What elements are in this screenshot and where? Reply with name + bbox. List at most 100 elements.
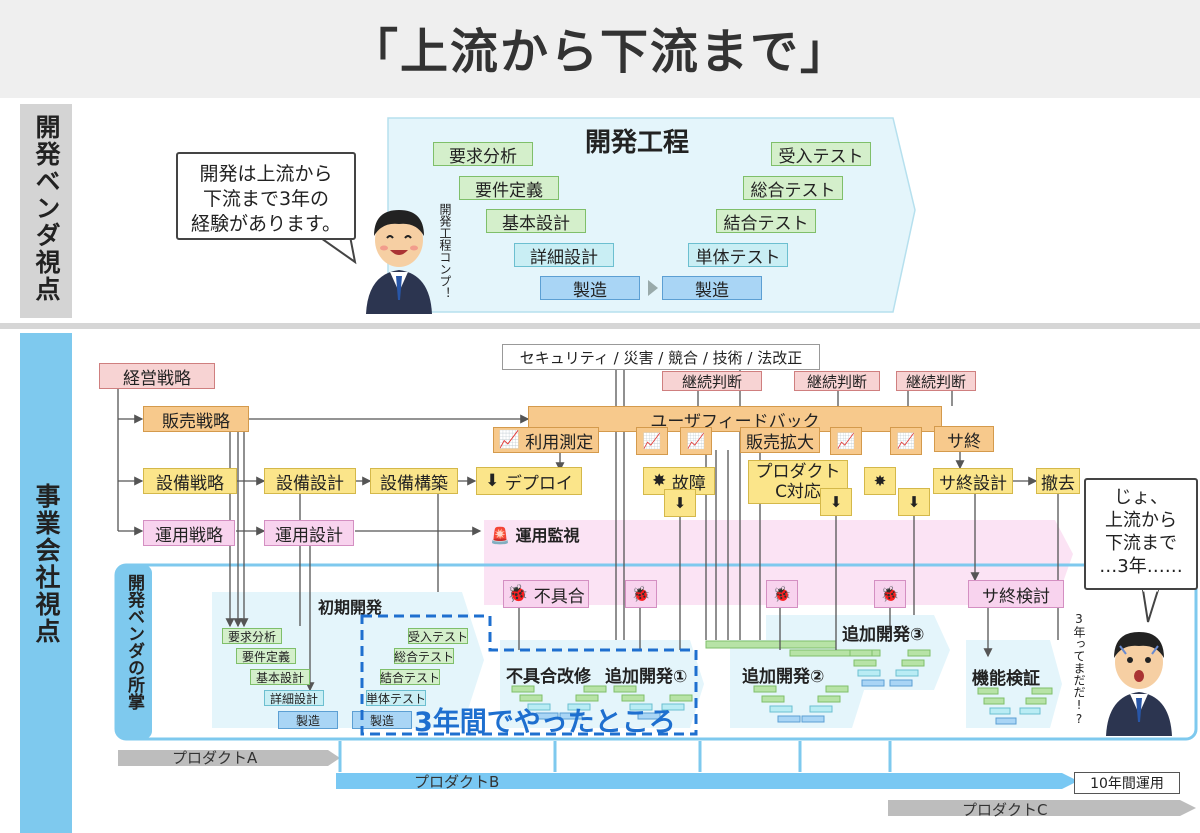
mini-step: 製造 [352,711,412,729]
chart-up-icon: 📈 [636,427,668,455]
burst-icon: ✸ [864,467,896,495]
operation-period-box: 10年間運用 [1074,772,1180,794]
fix-band [500,640,704,728]
initial-dev-label: 初期開発 [318,598,383,617]
product-c-bar [888,800,1196,816]
failure-label: 故障 [671,473,706,494]
facility-build: 設備構築 [370,468,458,494]
step-acceptance-test: 受入テスト [771,142,871,167]
smiling-man-icon [366,210,432,314]
vendor-speech-bubble: 開発は上流から 下流まで3年の 経験があります。 [176,152,356,240]
chart-up-icon: 📈 [830,427,862,455]
deploy: ⬇ デプロイ [476,467,582,495]
step-requirement-analysis: 要求分析 [433,142,533,167]
continue-decision-1: 継続判断 [662,371,762,391]
chart-up-icon: 📈 [890,427,922,455]
worried-man-icon [1106,632,1172,736]
product-b-label: プロダクトB [414,773,500,791]
facility-design: 設備設計 [264,468,356,494]
mini-step: 詳細設計 [264,690,324,706]
vendor-view-tab: 開発ベンダ視点 [20,104,72,318]
three-years-outline [360,614,698,736]
download-icon: ⬇ [898,488,930,516]
mini-step: 要求分析 [222,628,282,644]
add-dev-3-label: 追加開発③ [842,625,925,645]
add-dev-2-label: 追加開発② [742,667,825,687]
company-speech-bubble: じょ、 上流から 下流まで …3年…… [1084,478,1198,590]
bug-icon: 🐞 [625,580,657,608]
usage-measure: 📈 利用測定 [493,427,599,453]
eos-review: サ終検討 [968,580,1064,608]
mini-step: 総合テスト [394,648,455,664]
vendor-bubble-line: 経験があります。 [190,213,342,235]
product-c-support-line: C対応 [775,482,821,502]
product-c-label: プロダクトC [962,801,1048,819]
product-a-bar [118,750,340,766]
three-years-label: 3年間でやったところ [414,707,676,738]
ops-design: 運用設計 [264,520,354,546]
end-of-service: サ終 [934,426,994,452]
chart-up-icon: 📈 [680,427,712,455]
download-icon: ⬇ [485,471,500,491]
ops-monitor-label: 運用監視 [515,526,580,545]
add-dev-1-label: 追加開発① [605,667,688,687]
eos-design: サ終設計 [933,468,1013,494]
vendor-bubble-line: 下流まで3年の [202,188,330,210]
dev-process-title: 開発工程 [585,128,690,158]
external-factors: セキュリティ / 災害 / 競合 / 技術 / 法改正 [502,344,820,370]
worried-note: 3年ってまだだ!? [1072,612,1086,726]
continue-decision-3: 継続判断 [896,371,976,391]
ops-monitor: 🚨 運用監視 [490,522,580,546]
dev-complete-note: 開発工程コンプ！ [438,203,452,299]
siren-icon: 🚨 [490,526,510,545]
defect-label: 不具合 [533,586,585,607]
product-a-label: プロダクトA [172,749,258,767]
continue-decision-2: 継続判断 [794,371,880,391]
defect-fix-label: 不具合改修 [506,667,591,687]
vendor-view-label: 開発ベンダ視点 [32,114,61,303]
step-unit-test: 単体テスト [688,243,788,268]
step-detailed-design: 詳細設計 [514,243,614,268]
mini-step: 単体テスト [366,690,427,706]
step-requirement-definition: 要件定義 [459,176,559,201]
company-bubble-line: …3年…… [1099,556,1183,577]
burst-icon: ✸ [652,471,667,491]
company-bubble-line: 上流から [1105,510,1177,531]
bug-icon: 🐞 [507,584,529,604]
facility-strategy: 設備戦略 [143,468,237,494]
company-bubble-line: 下流まで [1105,533,1177,554]
step-integration-test: 結合テスト [716,209,816,234]
sales-strategy: 販売戦略 [143,406,249,432]
mini-step: 結合テスト [380,669,441,685]
ops-strategy: 運用戦略 [143,520,235,546]
sales-expand: 販売拡大 [740,427,820,453]
defect: 🐞 不具合 [503,580,589,608]
product-c-support-line: プロダクト [755,462,841,482]
verify-band [966,640,1062,728]
mini-step: 要件定義 [236,648,296,664]
removal: 撤去 [1036,468,1080,494]
mini-step: 受入テスト [408,628,469,644]
mini-step: 基本設計 [250,669,310,685]
chart-up-icon: 📈 [498,430,520,450]
download-icon: ⬇ [664,489,696,517]
vendor-bubble-line: 開発は上流から [199,163,333,185]
function-verify-label: 機能検証 [972,669,1040,689]
mini-step: 製造 [278,711,338,729]
step-basic-design: 基本設計 [486,209,586,234]
step-implementation-right: 製造 [662,276,762,301]
step-system-test: 総合テスト [743,176,843,201]
title-bar [0,0,1200,98]
usage-measure-label: 利用測定 [525,432,594,453]
company-view-tab: 事業会社視点 [20,333,72,833]
deploy-label: デプロイ [504,473,573,494]
step-arrow [648,280,658,296]
product-b-bar [336,773,1078,789]
company-bubble-line: じょ、 [1114,487,1168,508]
business-strategy: 経営戦略 [99,363,215,389]
page-title: 「上流から下流まで」 [349,24,850,80]
download-icon: ⬇ [820,488,852,516]
step-implementation-left: 製造 [540,276,640,301]
company-view-label: 事業会社視点 [32,483,61,645]
